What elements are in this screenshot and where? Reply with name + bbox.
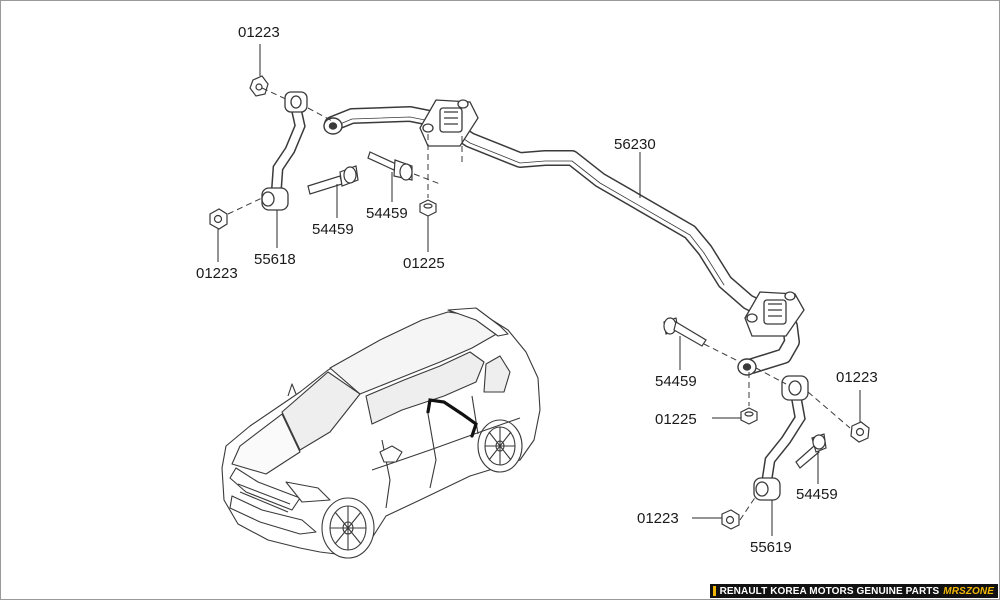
callout-01223-right-bottom: 01223 xyxy=(637,510,679,527)
footer-watermark: RENAULT KOREA MOTORS GENUINE PARTS MRSZO… xyxy=(709,584,998,598)
callout-55619: 55619 xyxy=(750,539,792,556)
stabilizer-bar xyxy=(324,106,800,374)
assembly-dashed-lines xyxy=(227,87,851,521)
nut-right-center xyxy=(740,407,758,425)
bolt-left-a xyxy=(367,151,413,181)
bolt-left-b xyxy=(307,165,359,195)
nut-left-top xyxy=(249,75,269,97)
callout-01223-left-top: 01223 xyxy=(238,24,280,41)
nut-left-center xyxy=(419,199,437,217)
bolt-right-b xyxy=(795,433,827,469)
vehicle-stabilizer-highlight xyxy=(426,398,478,438)
callout-01225-left: 01225 xyxy=(403,255,445,272)
bar-end-eye-left xyxy=(323,117,343,135)
callout-55618: 55618 xyxy=(254,251,296,268)
callout-54459-left-a: 54459 xyxy=(366,205,408,222)
link-ball-joint-left-top xyxy=(284,91,308,113)
link-ball-joint-right-top xyxy=(781,375,809,401)
nut-right-bottom xyxy=(721,509,740,530)
nut-right-top xyxy=(850,421,870,443)
stabilizer-link-left xyxy=(270,102,306,202)
vehicle-illustration xyxy=(221,307,541,559)
stabilizer-link-right xyxy=(760,390,806,492)
callout-01223-left-bottom: 01223 xyxy=(196,265,238,282)
link-ball-joint-right-bottom xyxy=(753,477,781,501)
callout-54459-right-a: 54459 xyxy=(655,373,697,390)
callout-54459-right-b: 54459 xyxy=(796,486,838,503)
callout-54459-left-b: 54459 xyxy=(312,221,354,238)
bar-end-eye-right xyxy=(737,358,757,376)
callout-56230: 56230 xyxy=(614,136,656,153)
callout-01225-right: 01225 xyxy=(655,411,697,428)
link-ball-joint-left-bottom xyxy=(261,187,289,211)
bolt-right-a xyxy=(663,317,707,347)
bushing-clamp-left xyxy=(419,99,479,147)
footer-text: RENAULT KOREA MOTORS GENUINE PARTS xyxy=(719,585,940,597)
bushing-clamp-right xyxy=(744,291,805,337)
nut-left-bottom xyxy=(209,208,228,230)
callout-01223-right-top: 01223 xyxy=(836,369,878,386)
leader-lines xyxy=(217,44,861,536)
footer-brand: MRSZONE xyxy=(943,585,994,597)
brand-accent-bar xyxy=(712,586,716,596)
